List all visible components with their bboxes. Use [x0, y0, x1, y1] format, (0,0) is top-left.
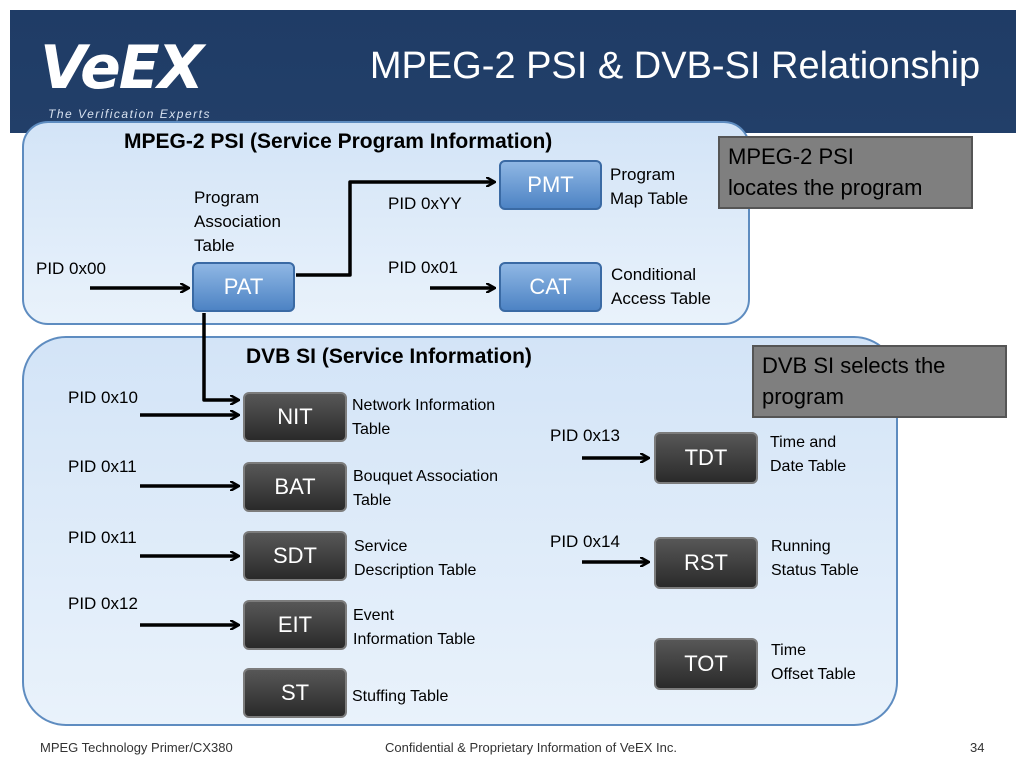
- tdt-box[interactable]: TDT: [654, 432, 758, 484]
- pmt-description: Program Map Table: [610, 165, 689, 208]
- tdt-description: Time and Date Table: [770, 434, 847, 475]
- footer-center: Confidential & Proprietary Information o…: [385, 740, 677, 755]
- si-heading: DVB SI (Service Information): [246, 345, 532, 368]
- pmt-box[interactable]: PMT: [499, 160, 602, 210]
- nit-pid-label: PID 0x10: [68, 388, 138, 407]
- cat-box[interactable]: CAT: [499, 262, 602, 312]
- psi-panel: [22, 121, 750, 325]
- pat-box[interactable]: PAT: [192, 262, 295, 312]
- pat-pid-label: PID 0x00: [36, 259, 106, 278]
- veex-logo: VeEX: [40, 33, 204, 103]
- logo-tagline: The Verification Experts: [48, 107, 211, 121]
- rst-description: Running Status Table: [771, 538, 859, 579]
- header-bar: VeEX The Verification Experts MPEG-2 PSI…: [10, 10, 1016, 133]
- psi-heading: MPEG-2 PSI (Service Program Information): [124, 130, 553, 153]
- bat-box[interactable]: BAT: [243, 462, 347, 512]
- slide-title: MPEG-2 PSI & DVB-SI Relationship: [369, 45, 981, 87]
- eit-description: Event Information Table: [353, 607, 476, 648]
- bat-description: Bouquet Association Table: [353, 468, 498, 509]
- sdt-pid-label: PID 0x11: [68, 528, 137, 547]
- eit-pid-label: PID 0x12: [68, 594, 138, 613]
- cat-pid-label: PID 0x01: [388, 258, 458, 277]
- nit-description: Network Information Table: [352, 397, 496, 438]
- nit-box[interactable]: NIT: [243, 392, 347, 442]
- bat-pid-label: PID 0x11: [68, 457, 137, 476]
- footer-left: MPEG Technology Primer/CX380: [40, 740, 233, 755]
- psi-note: MPEG-2 PSI locates the program: [718, 136, 973, 209]
- tot-description: Time Offset Table: [771, 642, 856, 683]
- sdt-box[interactable]: SDT: [243, 531, 347, 581]
- st-box[interactable]: ST: [243, 668, 347, 718]
- tot-box[interactable]: TOT: [654, 638, 758, 690]
- rst-box[interactable]: RST: [654, 537, 758, 589]
- cat-description: Conditional Access Table: [611, 265, 711, 308]
- st-description: Stuffing Table: [352, 688, 449, 705]
- pmt-pid-label: PID 0xYY: [388, 194, 462, 213]
- arrow-pat-to-nit: [202, 313, 238, 400]
- page-number: 34: [970, 740, 985, 755]
- si-note: DVB SI selects the program: [752, 345, 1007, 418]
- arrow-pat-to-pmt: [296, 182, 494, 277]
- eit-box[interactable]: EIT: [243, 600, 347, 650]
- sdt-description: Service Description Table: [354, 538, 477, 579]
- rst-pid-label: PID 0x14: [550, 532, 620, 551]
- pat-description: Program Association Table: [194, 188, 281, 255]
- tdt-pid-label: PID 0x13: [550, 426, 620, 445]
